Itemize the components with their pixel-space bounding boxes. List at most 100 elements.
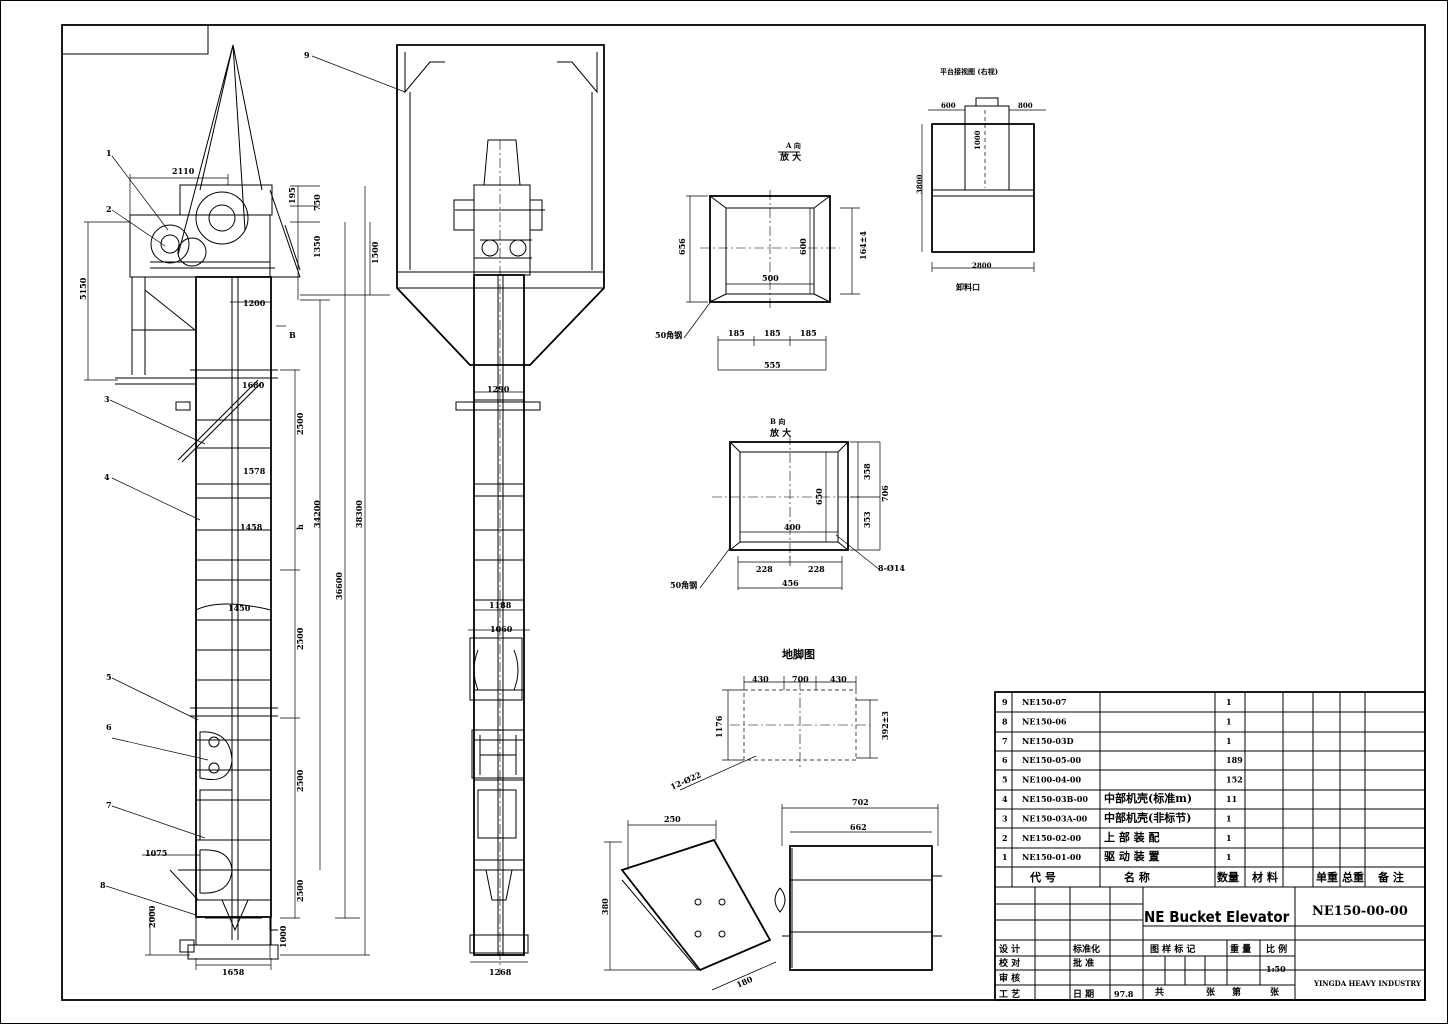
part-code: NE150-05-00 [1022,755,1081,765]
part-quantity: 189 [1226,755,1243,765]
label-angle-steel-a: 50角钢 [655,330,682,340]
dim-a-600: 600 [798,238,808,255]
platform-view: 平台接视图 (右视) 600 800 3800 1000 2800 卸料口 [915,67,1046,292]
dim-1578: 1578 [243,466,266,476]
dim-1060: 1060 [490,624,513,634]
header-code: 代 号 [1029,870,1056,884]
discharge-label: 卸料口 [956,282,980,292]
dim-f-430-1: 430 [752,674,769,684]
balloon-1: 1 [106,148,112,158]
part-number: 7 [1002,736,1008,746]
dim-a-555: 555 [764,360,781,370]
part-quantity: 152 [1226,775,1243,785]
standardization-label: 标准化 [1072,943,1100,955]
view-a-detail: A 向 放 大 656 600 500 164±4 185 185 185 55… [655,141,868,371]
dim-f-12holes: 12-Ø22 [669,769,703,791]
drawing-name: NE Bucket Elevator [1144,908,1290,926]
dim-1350: 1350 [312,235,322,258]
part-code: NE150-03A-00 [1022,813,1088,823]
dim-c-180: 180 [735,974,755,990]
sheet-unit-label-2: 张 [1270,986,1280,998]
dim-b-706: 706 [880,485,890,502]
part-number: 8 [1002,716,1008,726]
dim-1500: 1500 [370,241,380,264]
balloon-6: 6 [106,722,112,732]
sheet-unit-label: 张 [1206,986,1216,998]
balloon-9: 9 [304,50,310,60]
part-number: 1 [1002,852,1008,862]
dim-b-358: 358 [862,463,872,480]
dim-a-656: 656 [677,238,687,255]
part-number: 3 [1002,813,1008,823]
dim-1268: 1268 [489,967,512,977]
header-qty: 数量 [1217,870,1239,884]
drawing-frame [61,24,1426,1001]
dim-2110: 2110 [172,166,195,176]
sample-mark-label: 图 样 标 记 [1150,943,1195,955]
dim-2500-c: 2500 [295,769,305,792]
date-label: 日 期 [1073,988,1094,1000]
company-name: YINGDA HEAVY INDUSTRY [1313,979,1422,988]
foundation-view: 地脚图 430 700 430 1176 392±3 12-Ø22 [669,647,890,792]
part-number: 2 [1002,833,1008,843]
title-block-header: 代 号 名 称 数量 材 料 单重 总重 备 注 NE Bucket Eleva… [999,870,1422,1000]
part-quantity: 1 [1226,852,1232,862]
ratio-label: 比 例 [1266,943,1287,955]
dim-34200: 34200 [312,500,322,528]
dim-a-185-3: 185 [800,328,817,338]
balloon-7: 7 [106,800,112,810]
dim-p-800: 800 [1018,101,1033,110]
balloon-8: 8 [100,880,106,890]
approve-label: 批 准 [1073,957,1094,969]
sign-row-review: 审 核 [999,972,1020,984]
view-a-title-1: A 向 [785,141,801,150]
dim-750: 750 [312,194,322,211]
view-b-detail: B 向 放 大 650 358 353 706 400 228 228 456 … [670,417,905,590]
part-name: 中部机壳(非标节) [1104,810,1191,824]
part-quantity: 1 [1226,813,1232,823]
platform-title: 平台接视图 (右视) [940,67,998,76]
dim-c-380: 380 [600,898,610,915]
side-elevation-view: 9 1290 1188 1060 1268 [304,44,605,977]
dim-b-8holes: 8-Ø14 [878,563,905,573]
dim-1200: 1200 [243,298,266,308]
header-material: 材 料 [1252,870,1278,884]
sheet-total-label: 共 [1155,986,1164,998]
part-quantity: 1 [1226,833,1232,843]
dim-p-2800: 2800 [972,261,992,270]
dim-2500-a: 2500 [295,412,305,435]
part-code: NE150-06 [1022,716,1067,726]
sign-row-process: 工 艺 [999,988,1020,1000]
part-code: NE150-07 [1022,697,1067,707]
dim-f-1176: 1176 [714,715,724,738]
dim-h: h [295,524,305,530]
header-remark: 备 注 [1377,870,1404,884]
dim-b-400: 400 [784,522,801,532]
drawing-number: NE150-00-00 [1312,904,1408,919]
dim-f-392: 392±3 [880,711,890,740]
header-unit-weight: 单重 [1316,870,1338,884]
part-number: 9 [1002,697,1008,707]
part-code: NE150-03D [1022,736,1074,746]
part-code: NE100-04-00 [1022,775,1081,785]
front-elevation-view: 5150 2110 1200 1680 1578 1458 1450 B 195… [78,44,390,977]
dim-1075: 1075 [145,848,167,858]
balloon-5: 5 [106,672,112,682]
part-name: 上 部 装 配 [1104,830,1160,844]
part-number: 5 [1002,775,1008,785]
dim-f-430-2: 430 [830,674,847,684]
date-value: 97.8 [1114,989,1134,999]
dim-c-250: 250 [664,814,681,824]
part-quantity: 11 [1226,794,1237,804]
dim-36600: 36600 [334,572,344,600]
sign-row-design: 设 计 [999,943,1020,955]
scale-value: 1:50 [1266,964,1286,974]
dim-c-662: 662 [850,822,867,832]
dim-1458: 1458 [240,522,263,532]
dim-p-600: 600 [941,101,956,110]
dim-1658: 1658 [222,967,245,977]
dim-p-1000: 1000 [973,130,982,150]
part-code: NE150-02-00 [1022,833,1081,843]
